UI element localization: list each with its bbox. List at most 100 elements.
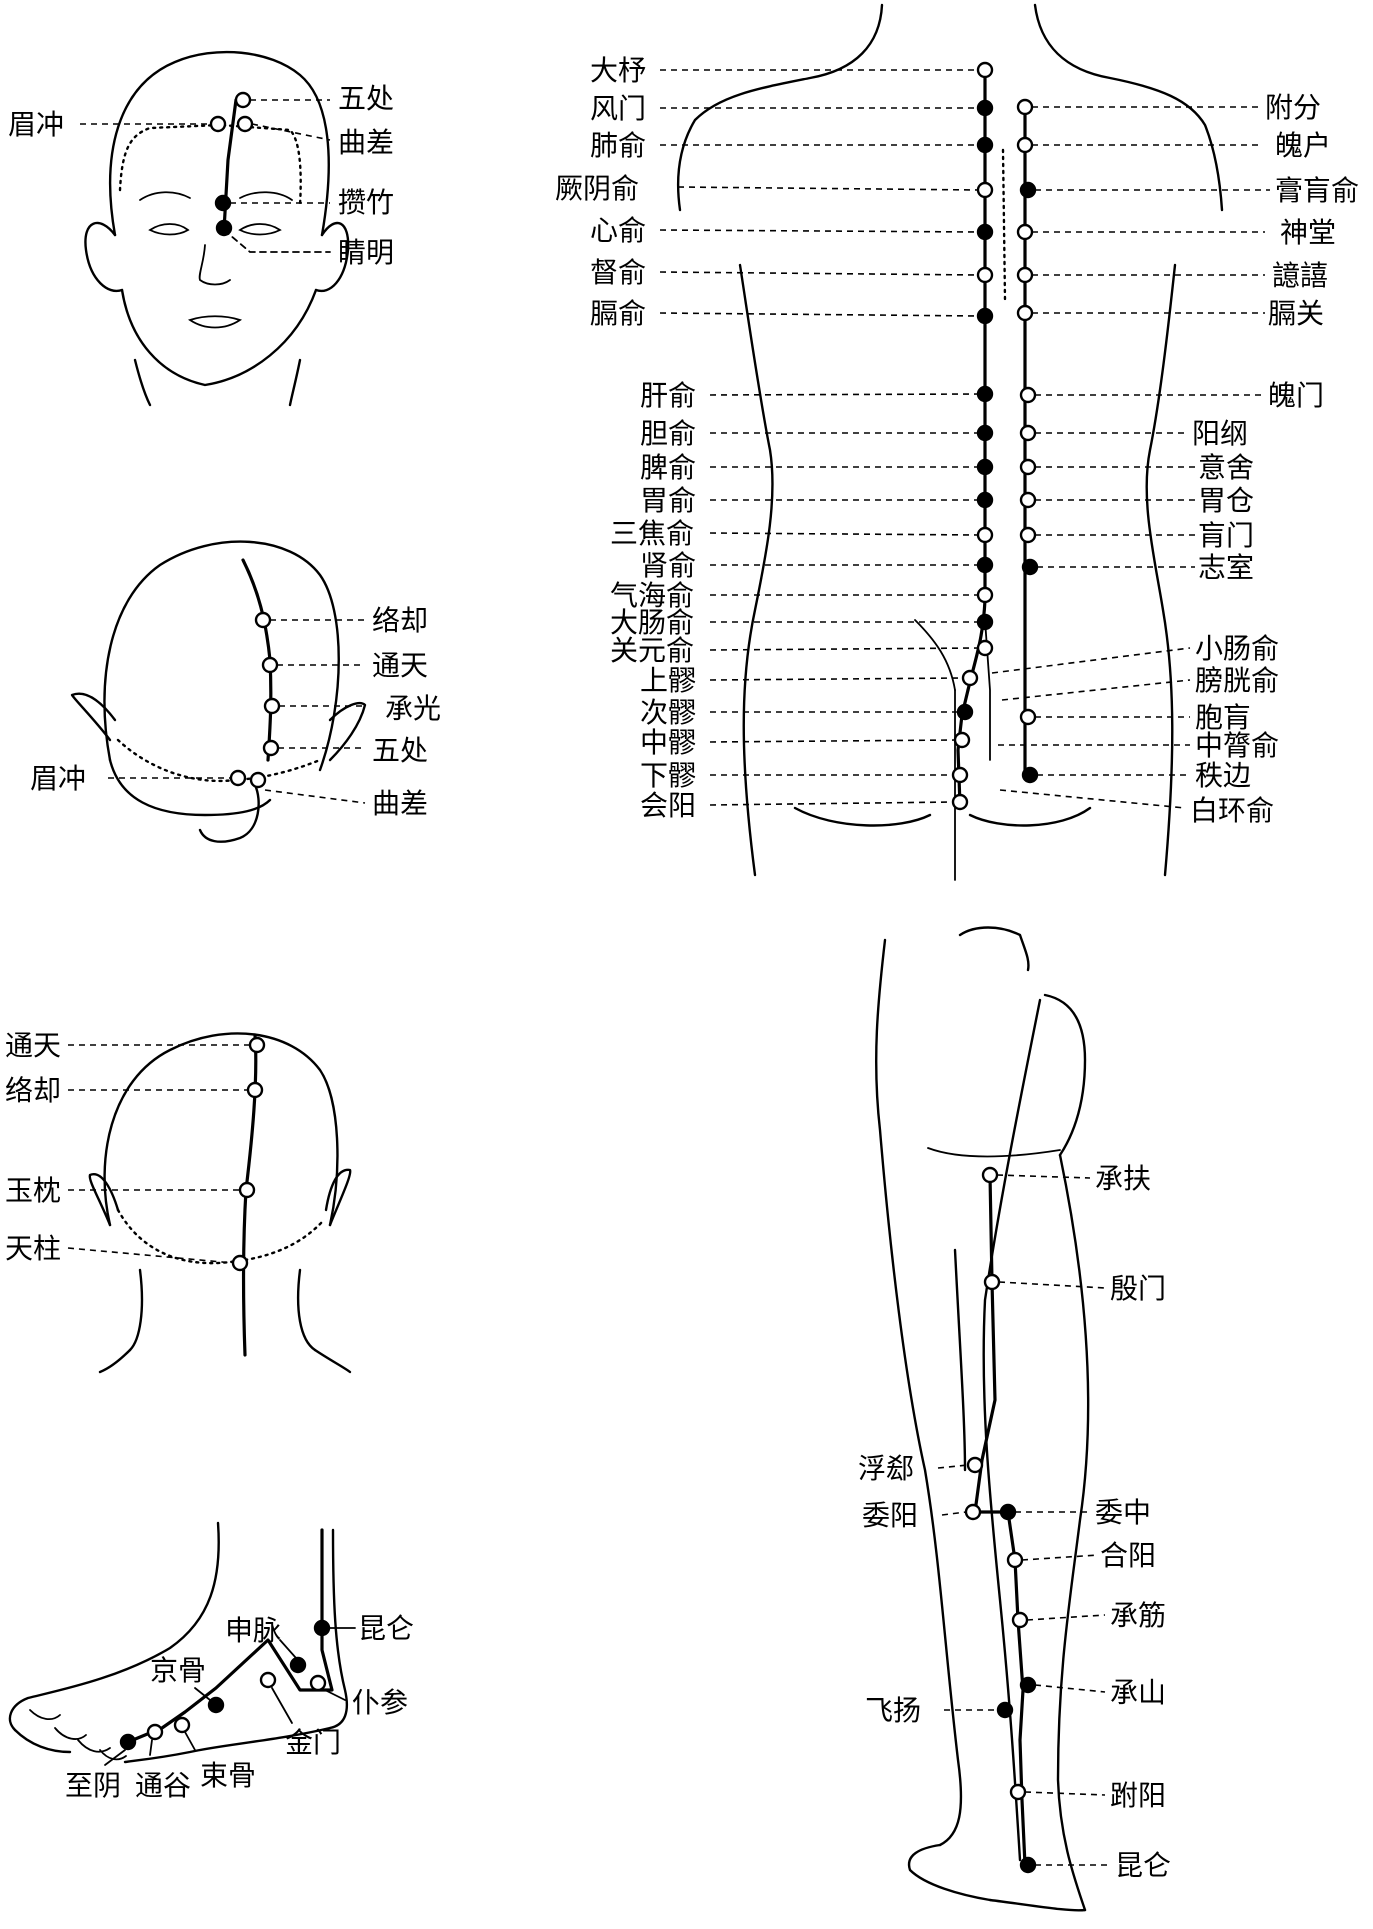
zanzhu-point — [214, 194, 232, 212]
diagram-line — [1024, 1791, 1106, 1796]
diagram-line — [54, 1727, 87, 1740]
leg-right-label-1: 殷门 — [1110, 1272, 1166, 1305]
back-left-label-3: 厥阴俞 — [555, 172, 639, 205]
diagram-line — [313, 1348, 352, 1374]
acupoint-marker — [961, 669, 979, 687]
acupoint-marker — [976, 639, 994, 657]
diagram-line — [109, 50, 330, 237]
diagram-line — [968, 806, 1092, 827]
acupoint-marker — [976, 424, 994, 442]
top-head-left-label-0: 眉冲 — [30, 762, 86, 795]
diagram-line — [709, 532, 979, 536]
back-left-label-8: 胆俞 — [640, 417, 696, 450]
acupoint-marker — [976, 136, 994, 154]
meichong-point — [209, 115, 227, 133]
acupoint-marker — [1019, 1856, 1037, 1874]
diagram-line — [1021, 1554, 1099, 1561]
diagram-line — [914, 619, 956, 691]
diagram-line — [223, 229, 331, 253]
diagram-line — [184, 1731, 196, 1751]
back-right-label-17: 白环俞 — [1190, 794, 1274, 827]
diagram-line — [139, 191, 191, 201]
back-left-label-19: 下髎 — [640, 759, 696, 792]
acupoint-marker — [1016, 266, 1034, 284]
diagram-line — [187, 315, 243, 329]
diagram-line — [991, 647, 1191, 674]
back-figure — [676, 3, 1224, 881]
diagram-line — [998, 1281, 1106, 1289]
diagram-line — [907, 1843, 992, 1902]
leg-points — [964, 1166, 1037, 1874]
front-head-left-label-0: 眉冲 — [8, 108, 64, 141]
top-head-right-label-0: 络却 — [372, 604, 428, 637]
back-left-label-16: 上髎 — [640, 664, 696, 697]
back-head-left-label-1: 络却 — [5, 1074, 61, 1107]
diagram-line — [937, 1464, 969, 1469]
acupoint-marker — [1019, 491, 1037, 509]
back-left-label-17: 次髎 — [640, 696, 696, 729]
foot-label-7: 束骨 — [200, 1759, 256, 1792]
diagram-line — [128, 1268, 144, 1352]
diagram-line — [1033, 3, 1224, 212]
foot-leaders — [104, 1627, 356, 1766]
acupoint-marker — [983, 1273, 1001, 1291]
back-right-label-7: 阳纲 — [1192, 417, 1248, 450]
acupoint-marker — [1016, 136, 1034, 154]
back-right-label-8: 意舍 — [1198, 451, 1254, 484]
jinggu-point — [207, 1696, 225, 1714]
acupoint-marker — [1019, 458, 1037, 476]
diagram-line — [999, 789, 1186, 809]
back-left-label-2: 肺俞 — [590, 129, 646, 162]
tongtian3-point — [248, 1036, 266, 1054]
front-head-right-label-3: 睛明 — [338, 236, 394, 269]
kunlun-foot-point — [313, 1619, 331, 1637]
back-head-left-label-0: 通天 — [5, 1029, 61, 1062]
diagram-line — [709, 739, 956, 743]
leg-right-label-2: 委中 — [1095, 1496, 1151, 1529]
acupoint-marker — [1019, 526, 1037, 544]
diagram-line — [793, 806, 932, 827]
diagram-line — [149, 1739, 153, 1756]
acupoint-marker — [951, 766, 969, 784]
foot-label-5: 至阴 — [65, 1769, 121, 1802]
diagram-line — [70, 692, 117, 742]
diagram-line — [29, 1709, 61, 1721]
leg-right-label-6: 跗阳 — [1110, 1779, 1166, 1812]
acupoint-marker — [976, 266, 994, 284]
acupoint-marker — [976, 613, 994, 631]
diagram-line — [296, 1268, 317, 1352]
diagram-line — [953, 1248, 967, 1472]
leg-left-label-0: 浮郄 — [858, 1452, 914, 1485]
acupoint-marker — [976, 99, 994, 117]
foot-label-0: 申脉 — [225, 1614, 281, 1647]
back-right-label-10: 肓门 — [1198, 519, 1254, 552]
diagram-line — [659, 312, 979, 317]
front-head-right-label-0: 五处 — [338, 82, 394, 115]
front-head-leaders — [80, 99, 331, 204]
zhiyin-point — [119, 1733, 137, 1751]
acupoint-marker — [1011, 1611, 1029, 1629]
back-left-label-0: 大杼 — [590, 54, 646, 87]
back-right-label-3: 神堂 — [1280, 216, 1336, 249]
diagram-line — [198, 244, 231, 286]
back-left-label-4: 心俞 — [590, 214, 646, 247]
back-left-points — [951, 61, 994, 811]
leg-right-label-0: 承扶 — [1095, 1162, 1151, 1195]
diagram-line — [271, 1687, 293, 1724]
diagram-line — [194, 1687, 211, 1701]
acupoint-marker — [976, 556, 994, 574]
jingming-point — [215, 219, 233, 237]
diagram-line — [77, 1739, 111, 1753]
diagram-line — [1043, 993, 1087, 1157]
tianzhu-point — [231, 1254, 249, 1272]
diagram-line — [104, 1749, 126, 1766]
back-left-label-12: 肾俞 — [640, 549, 696, 582]
qucha2-point — [249, 771, 267, 789]
acupoint-marker — [1006, 1551, 1024, 1569]
diagram-line — [709, 393, 979, 396]
acupoint-marker — [1021, 766, 1039, 784]
back-head-leaders — [67, 1044, 250, 1264]
diagram-line — [709, 647, 979, 651]
diagram-line — [1026, 1614, 1106, 1621]
